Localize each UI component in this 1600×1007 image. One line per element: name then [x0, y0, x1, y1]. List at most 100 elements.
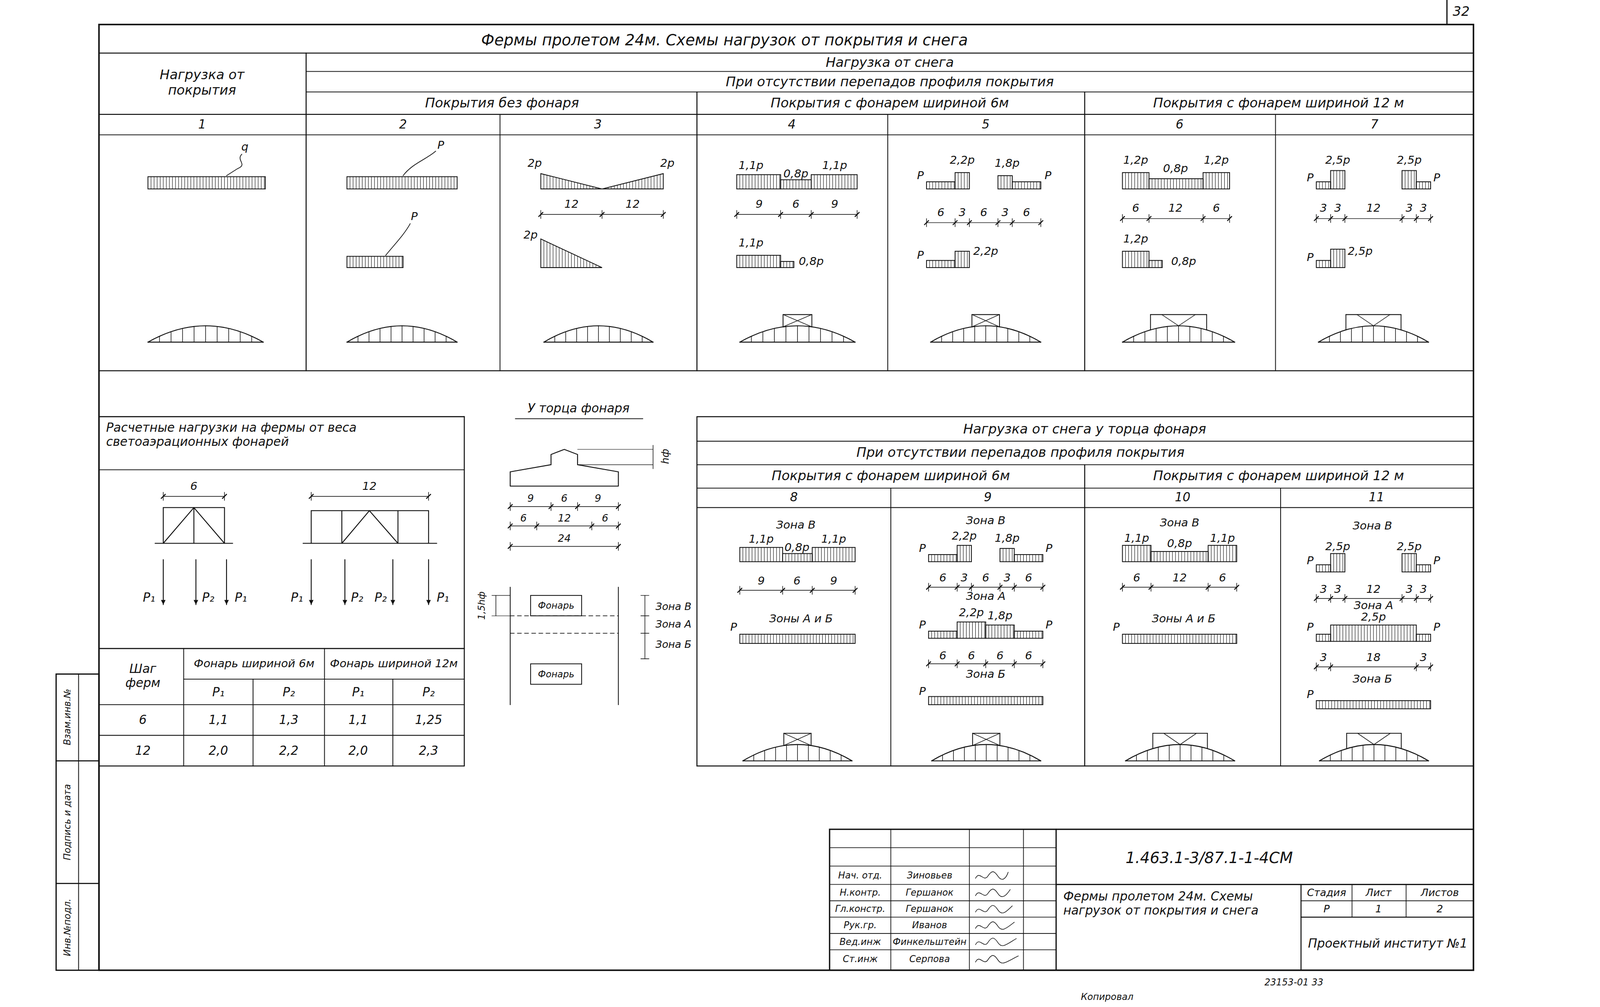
load-hatch: [1035, 630, 1037, 638]
table-rule: [829, 846, 1057, 848]
drawing-label: P: [410, 209, 418, 223]
load-hatch: [1149, 545, 1151, 562]
dimension-tick: [1012, 585, 1017, 590]
load-hatch: [549, 243, 551, 268]
table-rule: [1351, 884, 1353, 917]
load-hatch: [1325, 260, 1326, 268]
load-hatch: [1220, 545, 1221, 562]
drawing-label: P: [1307, 171, 1314, 184]
load-hatch: [1174, 633, 1175, 644]
truss-post: [239, 331, 241, 343]
load-hatch: [1140, 172, 1142, 189]
truss-chord: [1319, 744, 1429, 761]
load-hatch: [163, 176, 164, 189]
load-hatch: [1379, 624, 1380, 641]
load-hatch: [199, 176, 201, 189]
load-hatch: [958, 172, 959, 189]
truss-post: [840, 754, 842, 761]
load-hatch: [779, 547, 780, 562]
drawing-label: Зона Б: [1352, 672, 1393, 685]
drawing-label: 2,5p: [1396, 153, 1422, 167]
load-hatch: [1189, 633, 1190, 644]
load-block: [1416, 633, 1431, 641]
drawing-label: Н.контр.: [839, 886, 881, 898]
drawing-label: 3: [1420, 651, 1428, 664]
load-hatch: [656, 175, 658, 189]
dimension-line: [495, 595, 497, 616]
drawing-label: P: [1307, 250, 1314, 264]
table-rule: [1055, 828, 1057, 970]
load-hatch: [812, 633, 814, 644]
load-hatch: [994, 624, 996, 638]
drawing-label: P₂: [282, 684, 295, 700]
dimension-tick: [810, 588, 815, 593]
load-hatch: [1211, 633, 1212, 644]
load-block: [1330, 624, 1417, 641]
dimension-tick: [995, 220, 1000, 225]
load-hatch: [1171, 633, 1172, 644]
load-hatch: [1377, 700, 1378, 709]
load-hatch: [800, 553, 802, 562]
extension-line: [577, 448, 654, 450]
table-rule: [829, 948, 1057, 950]
load-hatch: [748, 633, 750, 644]
signature-scribble: [975, 955, 1018, 963]
load-hatch: [1389, 700, 1391, 709]
dimension-tick: [538, 212, 543, 217]
truss-post: [1362, 744, 1364, 761]
load-hatch: [770, 547, 771, 562]
drawing-label: 6: [1133, 571, 1141, 585]
load-hatch: [435, 176, 436, 189]
lantern-frame: [971, 314, 1000, 327]
load-hatch: [358, 176, 360, 189]
leader-line: [385, 223, 411, 256]
truss-post: [785, 326, 787, 343]
load-hatch: [1346, 700, 1348, 709]
load-block: [736, 174, 781, 189]
lantern-frame: [782, 314, 784, 327]
drawing-label: P: [730, 620, 737, 634]
load-hatch: [352, 256, 354, 268]
load-hatch: [398, 256, 400, 268]
load-hatch: [966, 172, 968, 189]
drawing-label: 12: [625, 197, 640, 211]
dimension-tick: [426, 494, 431, 498]
drawing-label: Зона В: [966, 514, 1006, 528]
drawing-label: 6: [996, 648, 1004, 662]
load-hatch: [166, 176, 167, 189]
load-block: [1330, 248, 1345, 268]
load-hatch: [932, 260, 934, 268]
table-rule: [1300, 900, 1474, 901]
load-block: [955, 251, 970, 268]
load-hatch: [586, 260, 587, 268]
drawing-label: Листов: [1420, 886, 1459, 899]
load-hatch: [1322, 633, 1323, 641]
load-hatch: [1217, 633, 1218, 644]
lantern-frame: [1356, 314, 1374, 326]
truss-chord: [931, 744, 1041, 761]
load-hatch: [941, 181, 942, 189]
dimension-tick: [1428, 216, 1433, 221]
drawing-label: 6: [1219, 571, 1227, 585]
load-hatch: [844, 174, 846, 189]
load-hatch: [949, 554, 951, 562]
load-block: [1122, 251, 1149, 268]
load-hatch: [218, 176, 219, 189]
truss-post: [831, 331, 833, 343]
load-hatch: [208, 176, 210, 189]
load-hatch: [1319, 564, 1320, 572]
table-rule: [56, 882, 99, 884]
truss-post: [1190, 744, 1192, 761]
truss-post: [1133, 336, 1134, 342]
drawing-label: Зиновьев: [906, 869, 952, 881]
truss-post: [1351, 746, 1353, 761]
load-hatch: [1017, 181, 1019, 189]
load-hatch: [1026, 554, 1027, 562]
load-hatch: [150, 176, 152, 189]
lantern-frame: [1357, 732, 1374, 745]
load-hatch: [650, 176, 652, 189]
load-hatch: [963, 251, 965, 268]
load-hatch: [992, 696, 993, 705]
load-hatch: [1200, 178, 1202, 189]
truss-post: [1406, 331, 1407, 343]
